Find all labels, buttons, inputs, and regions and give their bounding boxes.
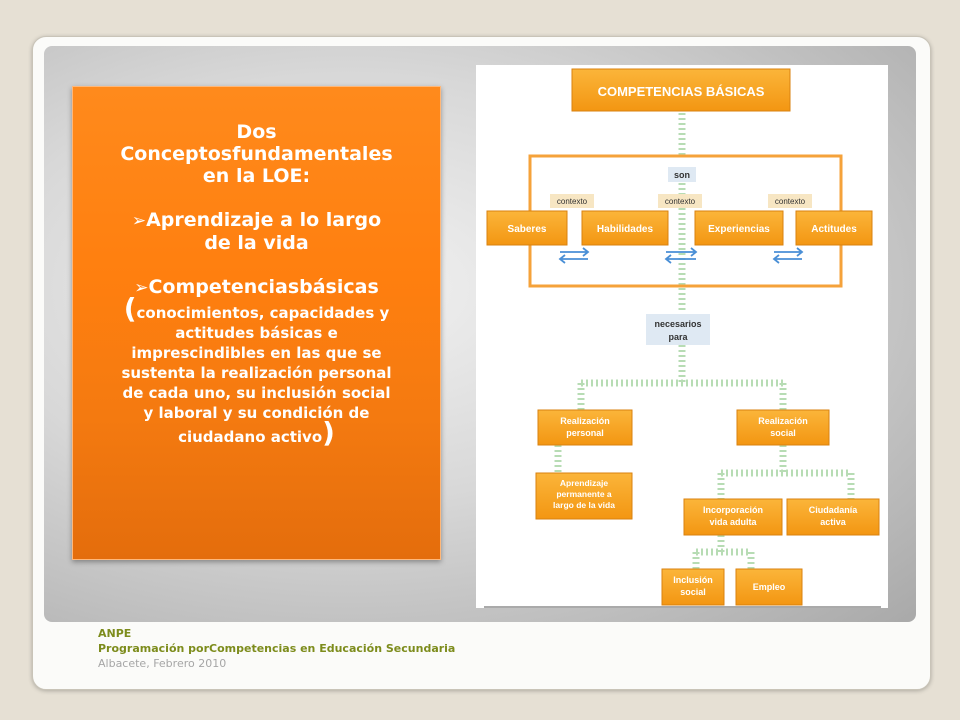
item2-text-line7: ciudadano activo) <box>87 419 426 447</box>
item2-heading: Competenciasbásicas <box>148 276 379 298</box>
item2-line5: de cada uno, su inclusión social <box>122 384 391 402</box>
item2-text-line1: (conocimientos, capacidades y <box>87 295 426 323</box>
box-title-line1: Dos <box>236 121 277 143</box>
competencies-diagram: COMPETENCIAS BÁSICAS son contexto contex… <box>476 65 888 608</box>
realizacion-social-box <box>736 409 830 446</box>
saberes-box <box>486 210 568 246</box>
double-arrow-icons <box>558 247 804 264</box>
ciudadania-line2: activa <box>820 517 847 527</box>
necesarios-label: necesarios <box>654 319 701 329</box>
item2-line3: imprescindibles en las que se <box>131 344 382 362</box>
bullet-item-1: ➢Aprendizaje a lo largo <box>87 209 426 232</box>
item2-line1: conocimientos, capacidades y <box>136 304 390 322</box>
footer-date: Albacete, Febrero 2010 <box>98 657 227 670</box>
item2-line6: y laboral y su condición de <box>143 404 370 422</box>
item1-line2: de la vida <box>204 232 309 254</box>
inclusion-line1: Inclusión <box>673 575 713 585</box>
incorporacion-line1: Incorporación <box>703 505 763 515</box>
incorporacion-line2: vida adulta <box>709 517 757 527</box>
experiencias-box <box>694 210 784 246</box>
item2-line2: actitudes básicas e <box>175 324 338 342</box>
aprendizaje-line2: permanente a <box>556 489 612 499</box>
aprendizaje-line1: Aprendizaje <box>560 478 608 488</box>
actitudes-box <box>795 210 873 246</box>
slide-footer: ANPE Programación porCompetencias en Edu… <box>98 626 455 671</box>
realizacion-personal-line2: personal <box>566 428 604 438</box>
ciudadania-activa-box <box>786 498 880 536</box>
aprendizaje-line3: largo de la vida <box>553 500 615 510</box>
realizacion-social-line2: social <box>770 428 796 438</box>
habilidades-box <box>581 210 669 246</box>
arrow-bullet-icon: ➢ <box>134 278 149 298</box>
contexto-label-1: contexto <box>557 197 588 206</box>
competencias-basicas-box <box>571 68 791 112</box>
contexto-tag-3 <box>768 194 812 208</box>
aprendizaje-permanente-box <box>535 472 633 520</box>
inclusion-line2: social <box>680 587 706 597</box>
item2-line4: sustenta la realización personal <box>121 364 392 382</box>
arrow-bullet-icon: ➢ <box>131 211 147 231</box>
experiencias-label: Experiencias <box>708 224 770 235</box>
son-label: son <box>674 170 690 180</box>
close-paren: ) <box>322 416 335 449</box>
competencias-basicas-label: COMPETENCIAS BÁSICAS <box>598 84 765 99</box>
inclusion-social-box <box>661 568 725 606</box>
bullet-item-2: ➢Competenciasbásicas <box>87 276 426 299</box>
contexto-label-3: contexto <box>775 197 806 206</box>
realizacion-personal-box <box>537 409 633 446</box>
item2-line7: ciudadano activo <box>178 428 323 446</box>
para-label: para <box>668 332 688 342</box>
box-title-line3: en la LOE: <box>202 165 311 187</box>
empleo-box <box>735 568 803 606</box>
saberes-label: Saberes <box>508 224 547 235</box>
actitudes-label: Actitudes <box>811 224 857 235</box>
open-paren: ( <box>123 292 137 325</box>
necesarios-para-box <box>646 314 710 345</box>
box-title-line2: Conceptosfundamentales <box>120 143 393 165</box>
footer-org: ANPE <box>98 627 132 640</box>
contexto-tag-1 <box>550 194 594 208</box>
son-box <box>668 167 696 182</box>
realizacion-social-line1: Realización <box>758 416 808 426</box>
diagram-svg: COMPETENCIAS BÁSICAS son contexto contex… <box>484 68 881 608</box>
contexto-label-2: contexto <box>665 197 696 206</box>
incorporacion-box <box>683 498 783 536</box>
ciudadania-line1: Ciudadanía <box>809 505 859 515</box>
habilidades-label: Habilidades <box>597 224 654 235</box>
concepts-box: Dos Conceptosfundamentales en la LOE: ➢A… <box>72 86 441 560</box>
contexto-tag-2 <box>658 194 702 208</box>
footer-title: Programación porCompetencias en Educació… <box>98 642 456 655</box>
empleo-label: Empleo <box>753 582 786 592</box>
item1-line1: Aprendizaje a lo largo <box>146 209 382 231</box>
realizacion-personal-line1: Realización <box>560 416 610 426</box>
